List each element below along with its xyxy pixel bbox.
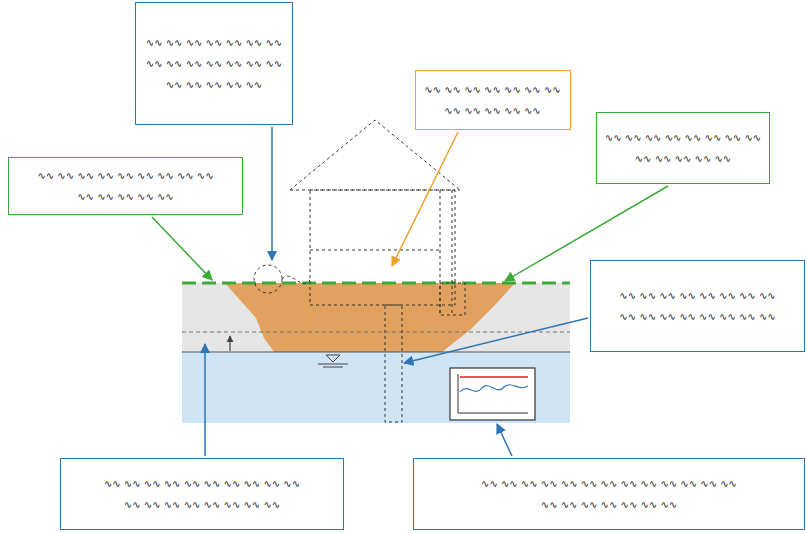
note-box: ∿∿ ∿∿ ∿∿ ∿∿ ∿∿ ∿∿ ∿∿ ∿∿ ∿∿ ∿∿ ∿∿ ∿∿ ∿∿ ∿… xyxy=(135,2,293,125)
water-level-symbol xyxy=(318,355,348,367)
note-text: ∿∿ ∿∿ ∿∿ ∿∿ ∿∿ ∿∿ ∿∿ ∿∿ ∿∿ ∿∿ ∿∿ ∿∿ ∿∿ ∿… xyxy=(479,473,739,515)
note-box: ∿∿ ∿∿ ∿∿ ∿∿ ∿∿ ∿∿ ∿∿ ∿∿ ∿∿ ∿∿ ∿∿ ∿∿ ∿∿ ∿… xyxy=(60,458,344,530)
fill-area xyxy=(225,283,515,352)
water-level-line xyxy=(182,351,570,352)
soil-layer xyxy=(182,283,570,352)
note-text: ∿∿ ∿∿ ∿∿ ∿∿ ∿∿ ∿∿ ∿∿ ∿∿ ∿∿ ∿∿ ∿∿ ∿∿ ∿∿ xyxy=(603,127,763,169)
note-text: ∿∿ ∿∿ ∿∿ ∿∿ ∿∿ ∿∿ ∿∿ ∿∿ ∿∿ ∿∿ ∿∿ ∿∿ ∿∿ ∿… xyxy=(144,32,285,95)
note-box: ∿∿ ∿∿ ∿∿ ∿∿ ∿∿ ∿∿ ∿∿ ∿∿ ∿∿ ∿∿ ∿∿ ∿∿ ∿∿ ∿… xyxy=(8,157,243,215)
note-text: ∿∿ ∿∿ ∿∿ ∿∿ ∿∿ ∿∿ ∿∿ ∿∿ ∿∿ ∿∿ ∿∿ ∿∿ ∿∿ ∿… xyxy=(36,165,216,207)
note-box: ∿∿ ∿∿ ∿∿ ∿∿ ∿∿ ∿∿ ∿∿ ∿∿ ∿∿ ∿∿ ∿∿ ∿∿ ∿∿ ∿… xyxy=(590,260,805,352)
note-box: ∿∿ ∿∿ ∿∿ ∿∿ ∿∿ ∿∿ ∿∿ ∿∿ ∿∿ ∿∿ ∿∿ ∿∿ ∿∿ xyxy=(596,112,770,184)
monitoring-chart xyxy=(450,368,535,420)
groundwater-layer xyxy=(182,352,570,423)
note-text: ∿∿ ∿∿ ∿∿ ∿∿ ∿∿ ∿∿ ∿∿ ∿∿ ∿∿ ∿∿ ∿∿ ∿∿ ∿∿ ∿… xyxy=(618,285,778,327)
ground-surface xyxy=(182,282,570,285)
note-text: ∿∿ ∿∿ ∿∿ ∿∿ ∿∿ ∿∿ ∿∿ ∿∿ ∿∿ ∿∿ ∿∿ ∿∿ xyxy=(423,79,563,121)
raised-water-line xyxy=(182,332,570,333)
rise-arrow xyxy=(229,336,230,351)
note-box: ∿∿ ∿∿ ∿∿ ∿∿ ∿∿ ∿∿ ∿∿ ∿∿ ∿∿ ∿∿ ∿∿ ∿∿ xyxy=(415,70,571,130)
note-box: ∿∿ ∿∿ ∿∿ ∿∿ ∿∿ ∿∿ ∿∿ ∿∿ ∿∿ ∿∿ ∿∿ ∿∿ ∿∿ ∿… xyxy=(413,458,805,530)
note-text: ∿∿ ∿∿ ∿∿ ∿∿ ∿∿ ∿∿ ∿∿ ∿∿ ∿∿ ∿∿ ∿∿ ∿∿ ∿∿ ∿… xyxy=(102,473,302,515)
house-outline xyxy=(254,120,465,422)
